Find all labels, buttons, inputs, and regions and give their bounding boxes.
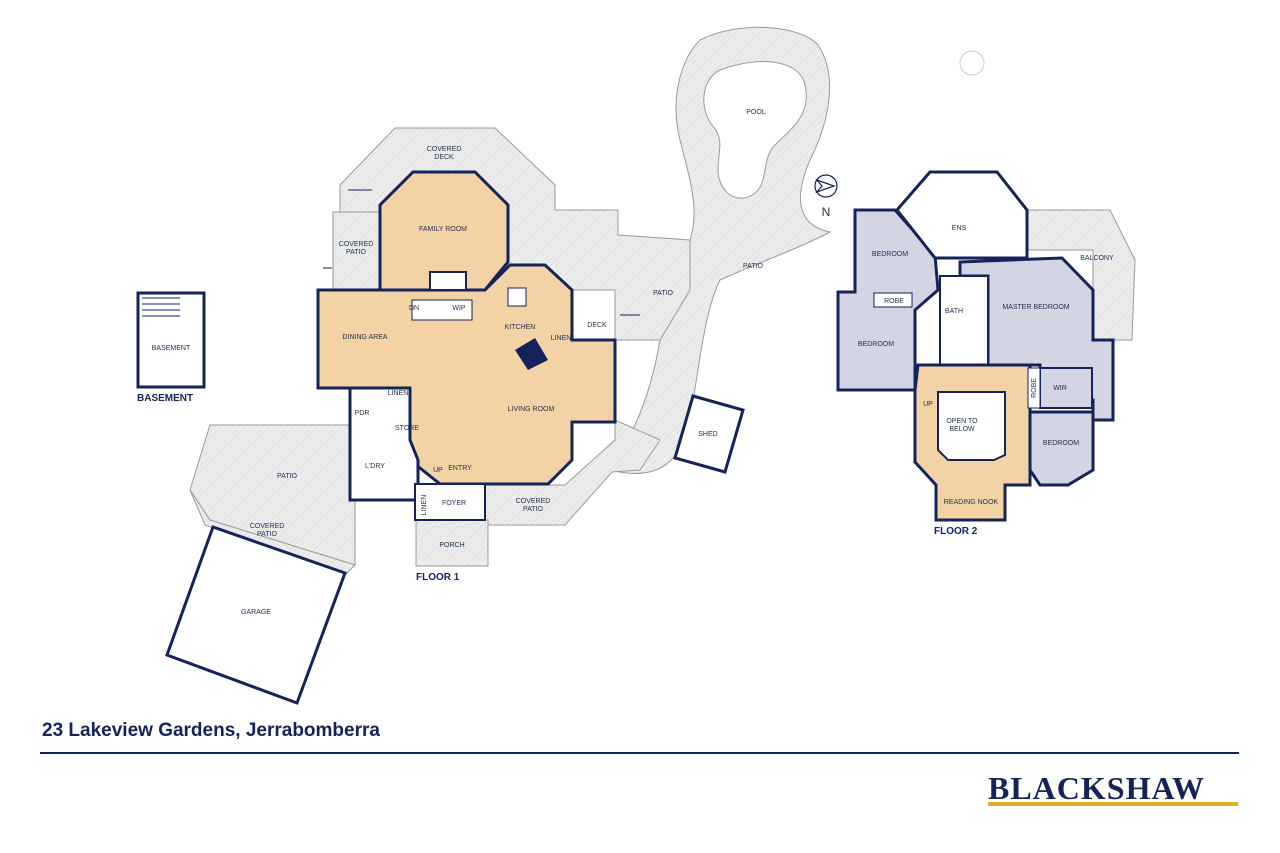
label-linen-hall: LINEN	[388, 390, 409, 397]
label-bedroom-right: BEDROOM	[1043, 440, 1079, 447]
label-dn: DN	[409, 305, 419, 312]
label-master-bedroom: MASTER BEDROOM	[1002, 304, 1069, 311]
label-robe-top: ROBE	[884, 298, 904, 305]
label-patio-pool: PATIO	[743, 263, 764, 270]
label-linen-entry: LINEN	[421, 495, 428, 516]
label-robe-right: ROBE	[1031, 378, 1038, 398]
label-kitchen: KITCHEN	[505, 324, 536, 331]
label-ens: ENS	[952, 225, 967, 232]
label-garage: GARAGE	[241, 609, 271, 616]
floor-label-floor1: FLOOR 1	[416, 572, 460, 583]
label-bedroom-top: BEDROOM	[872, 251, 908, 258]
label-reading-nook: READING NOOK	[944, 499, 999, 506]
label-living-room: LIVING ROOM	[508, 406, 555, 413]
faded-compass	[959, 50, 985, 76]
floor1-interior	[316, 170, 640, 521]
label-family-room: FAMILY ROOM	[419, 226, 467, 233]
label-store: STORE	[395, 425, 419, 432]
label-linen-kitchen: LINEN	[551, 335, 572, 342]
compass-north-label: N	[822, 205, 831, 219]
floor2-plan	[836, 170, 1136, 522]
label-pdr: PDR	[355, 410, 370, 417]
label-balcony: BALCONY	[1080, 255, 1114, 262]
label-dining-area: DINING AREA	[342, 334, 387, 341]
basement-stairs	[142, 297, 180, 317]
property-address: 23 Lakeview Gardens, Jerrabomberra	[42, 720, 380, 741]
label-up-floor1: UP	[433, 467, 443, 474]
label-porch: PORCH	[439, 542, 464, 549]
label-shed: SHED	[698, 431, 717, 438]
label-entry: ENTRY	[448, 465, 472, 472]
garage-outline	[165, 525, 347, 705]
label-bath: BATH	[945, 308, 963, 315]
label-bedroom-left: BEDROOM	[858, 341, 894, 348]
label-pool: POOL	[746, 109, 766, 116]
label-basement-room: BASEMENT	[152, 345, 191, 352]
label-foyer: FOYER	[442, 500, 466, 507]
divider-rule	[40, 752, 1239, 754]
shed-outline	[673, 394, 745, 474]
label-deck: DECK	[587, 322, 607, 329]
floor-label-floor2: FLOOR 2	[934, 526, 978, 537]
north-compass	[814, 174, 838, 198]
label-up-floor2: UP	[923, 401, 933, 408]
floor-labels: BASEMENT FLOOR 1 FLOOR 2	[137, 393, 978, 583]
brand-logo: BLACKSHAW	[988, 770, 1206, 806]
brand-underline	[988, 802, 1238, 806]
floor-label-basement: BASEMENT	[137, 393, 193, 404]
pool-area	[609, 26, 832, 474]
label-patio-left: PATIO	[277, 473, 298, 480]
label-wir: WIR	[1053, 385, 1067, 392]
label-wip: WIP	[452, 305, 466, 312]
basement-outline	[136, 291, 206, 389]
label-patio-center: PATIO	[653, 290, 674, 297]
label-ldry: L'DRY	[365, 463, 385, 470]
